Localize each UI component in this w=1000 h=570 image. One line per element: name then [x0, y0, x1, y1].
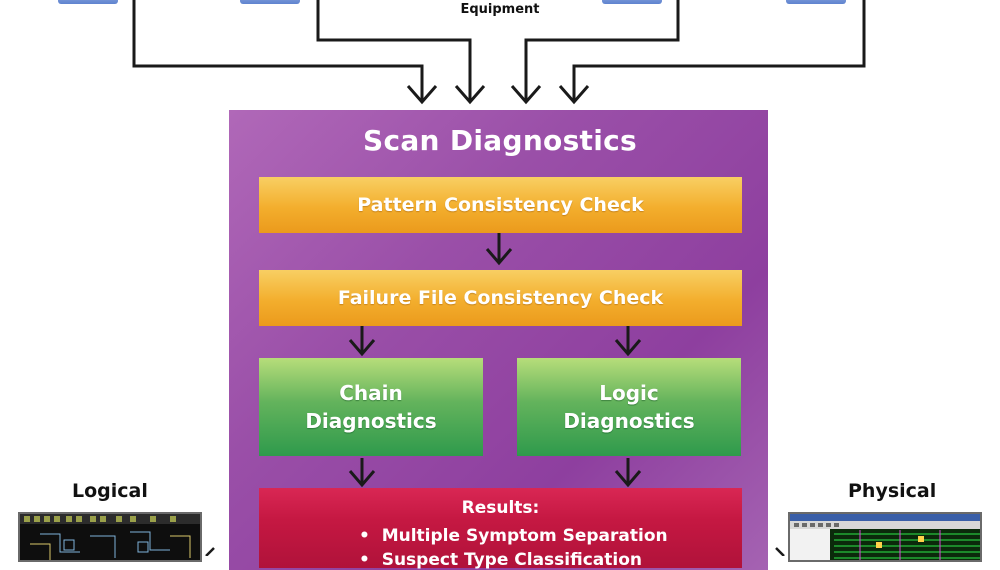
- logic-diagnostics-line-1: Logic: [599, 381, 659, 405]
- wire-outer-right: [572, 0, 866, 102]
- logical-view-screenshot: [18, 512, 202, 562]
- internal-arrows: [348, 233, 642, 488]
- physical-label: Physical: [848, 480, 937, 502]
- arrowhead-4: [558, 85, 590, 105]
- wire-inner-right: [524, 0, 680, 102]
- logic-diagnostics-box: Logic Diagnostics: [517, 358, 741, 456]
- arrow-right-tip: [775, 547, 785, 556]
- results-item-1-text: Multiple Symptom Separation: [381, 526, 668, 546]
- arrow-chain-to-results: [348, 470, 376, 488]
- failure-file-consistency-label: Failure File Consistency Check: [337, 287, 664, 309]
- arrow-logic-to-results: [614, 470, 642, 488]
- logical-label: Logical: [72, 480, 148, 502]
- arrow-pattern-to-failure: [485, 248, 513, 266]
- arrow-failure-to-logic: [614, 339, 642, 357]
- failure-file-consistency-check: Failure File Consistency Check: [259, 270, 742, 326]
- arrowhead-1: [406, 85, 438, 105]
- panel-title: Scan Diagnostics: [363, 124, 637, 157]
- chain-diagnostics-box: Chain Diagnostics: [259, 358, 483, 456]
- pattern-consistency-label: Pattern Consistency Check: [357, 194, 644, 216]
- wire-outer-left: [132, 0, 424, 102]
- connector-lines: [132, 0, 866, 556]
- equipment-label: Equipment: [460, 2, 540, 17]
- results-box: Results: • Multiple Symptom Separation •…: [259, 488, 742, 570]
- wire-inner-left: [316, 0, 472, 102]
- arrow-left-tip: [205, 547, 215, 556]
- results-title: Results:: [461, 498, 540, 518]
- input-source-box-4: [786, 0, 846, 4]
- arrow-failure-to-chain: [348, 339, 376, 357]
- arrowhead-3: [510, 85, 542, 105]
- input-source-box-2: [240, 0, 300, 4]
- chain-diagnostics-line-1: Chain: [339, 381, 403, 405]
- physical-view-screenshot: [788, 512, 982, 562]
- logic-diagnostics-line-2: Diagnostics: [563, 409, 695, 433]
- input-source-box-3: [602, 0, 662, 4]
- chain-diagnostics-line-2: Diagnostics: [305, 409, 437, 433]
- results-item-1: • Multiple Symptom Separation: [359, 526, 668, 546]
- arrowhead-2: [454, 85, 486, 105]
- pattern-consistency-check: Pattern Consistency Check: [259, 177, 742, 233]
- input-source-box-1: [58, 0, 118, 4]
